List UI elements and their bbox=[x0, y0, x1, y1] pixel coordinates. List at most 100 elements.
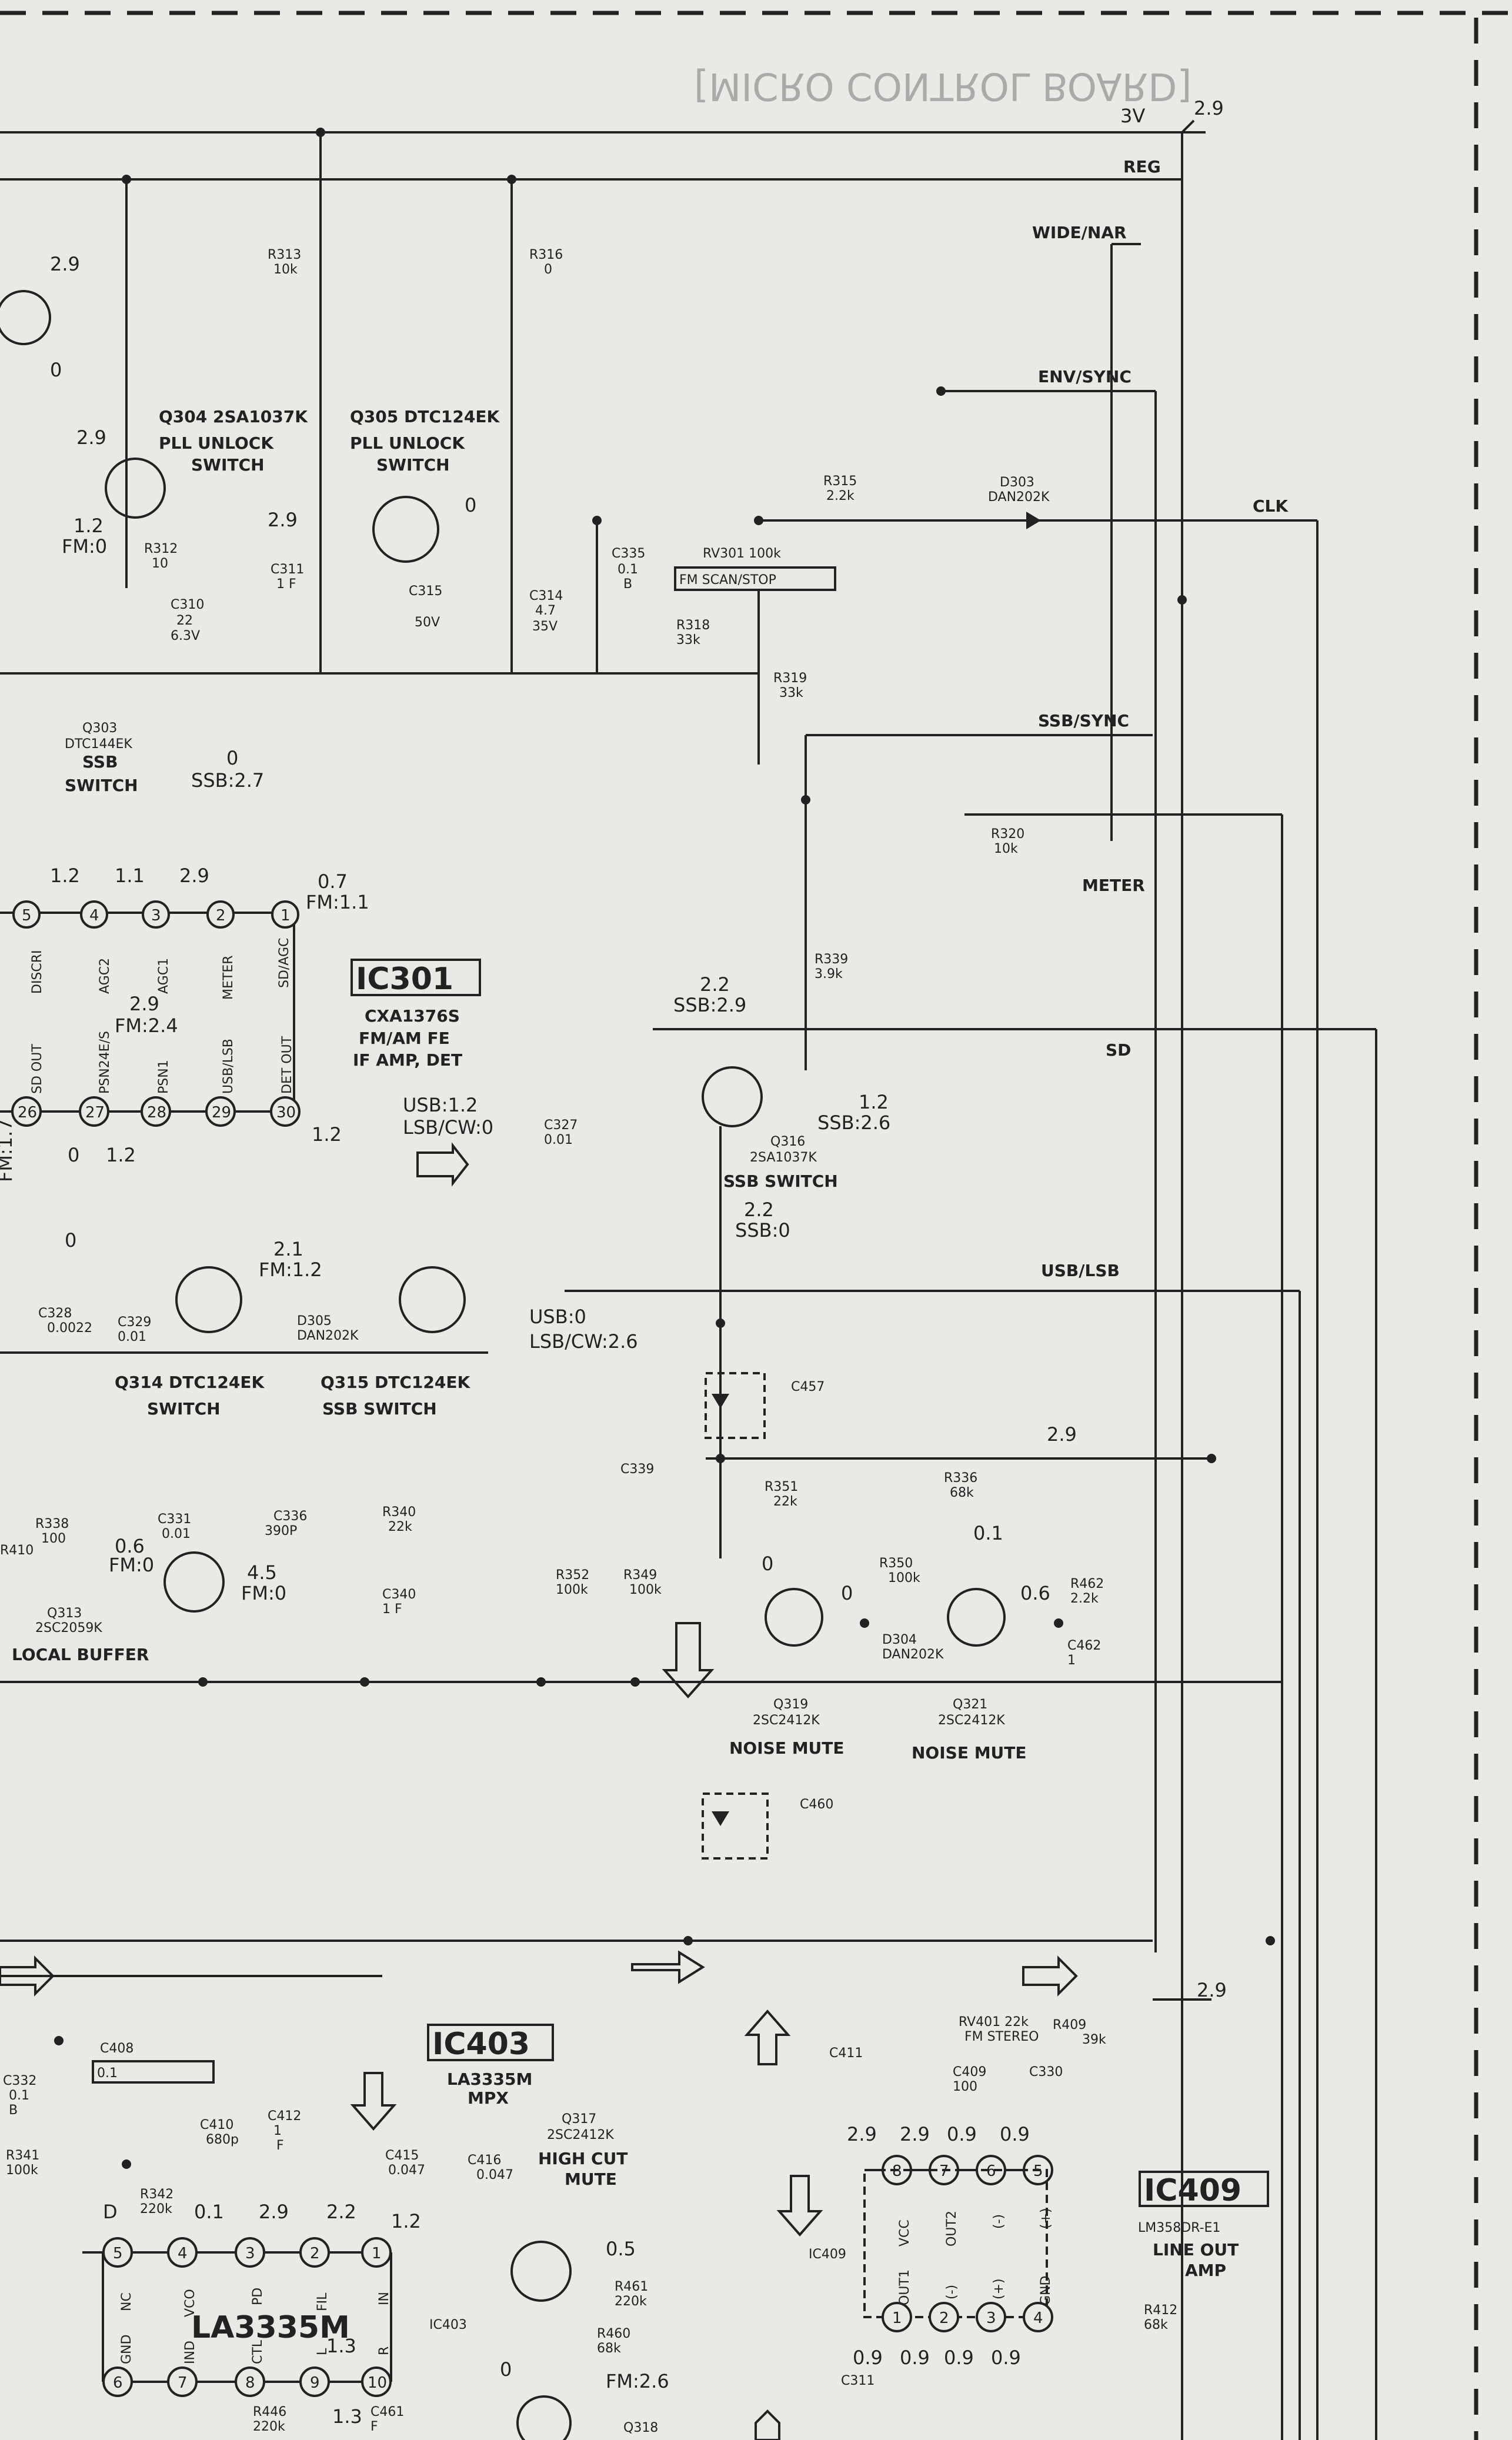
rail-3v-label: 3V bbox=[1120, 105, 1145, 127]
svg-text:IND: IND bbox=[183, 2341, 198, 2364]
svg-text:R319: R319 bbox=[773, 671, 807, 686]
svg-text:Q303: Q303 bbox=[82, 721, 117, 736]
ic403-name-box bbox=[427, 2024, 554, 2061]
svg-text:PLL UNLOCK: PLL UNLOCK bbox=[350, 433, 465, 453]
q321-symbol bbox=[947, 1588, 1006, 1647]
svg-text:SSB SWITCH: SSB SWITCH bbox=[723, 1171, 838, 1191]
svg-text:6: 6 bbox=[986, 2162, 996, 2180]
svg-text:0.01: 0.01 bbox=[544, 1133, 573, 1147]
svg-text:NOISE MUTE: NOISE MUTE bbox=[912, 1743, 1027, 1763]
svg-text:PSN24E/S: PSN24E/S bbox=[98, 1031, 112, 1094]
svg-text:100: 100 bbox=[953, 2079, 977, 2094]
svg-text:SSB: SSB bbox=[82, 752, 118, 772]
svg-text:DAN202K: DAN202K bbox=[297, 1329, 359, 1343]
svg-text:28: 28 bbox=[147, 1104, 166, 1121]
svg-text:10k: 10k bbox=[994, 842, 1018, 856]
svg-text:26: 26 bbox=[18, 1104, 37, 1121]
svg-text:LINE OUT: LINE OUT bbox=[1153, 2240, 1239, 2259]
svg-text:2: 2 bbox=[939, 2309, 949, 2327]
svg-text:3: 3 bbox=[986, 2309, 996, 2327]
svg-text:C461: C461 bbox=[371, 2405, 404, 2419]
svg-text:C339: C339 bbox=[620, 1462, 654, 1477]
svg-text:IF AMP, DET: IF AMP, DET bbox=[353, 1050, 462, 1070]
svg-text:LOCAL BUFFER: LOCAL BUFFER bbox=[12, 1645, 149, 1664]
q318-symbol bbox=[516, 2395, 572, 2440]
svg-text:6: 6 bbox=[113, 2374, 123, 2392]
svg-text:FM:1.7: FM:1.7 bbox=[0, 1119, 16, 1182]
svg-text:USB:0: USB:0 bbox=[529, 1306, 586, 1328]
q319-symbol bbox=[765, 1588, 823, 1647]
svg-text:22k: 22k bbox=[388, 1520, 412, 1534]
ic301-bottom-pins: 26 27 28 29 30 bbox=[11, 1096, 301, 1127]
svg-text:C314: C314 bbox=[529, 589, 563, 603]
svg-text:PSN1: PSN1 bbox=[156, 1060, 171, 1094]
signal-env-sync: ENV/SYNC bbox=[1038, 367, 1132, 386]
svg-text:GND: GND bbox=[1039, 2276, 1053, 2305]
svg-text:2.2k: 2.2k bbox=[1070, 1591, 1099, 1606]
signal-meter: METER bbox=[1082, 876, 1145, 895]
svg-text:33k: 33k bbox=[676, 633, 700, 647]
svg-text:2.2k: 2.2k bbox=[826, 489, 855, 503]
svg-text:PLL UNLOCK: PLL UNLOCK bbox=[159, 433, 274, 453]
svg-text:LSB/CW:2.6: LSB/CW:2.6 bbox=[529, 1330, 638, 1353]
svg-text:680p: 680p bbox=[206, 2132, 239, 2147]
svg-text:LSB/CW:0: LSB/CW:0 bbox=[403, 1116, 493, 1139]
svg-text:R312: R312 bbox=[144, 542, 178, 556]
svg-text:1: 1 bbox=[892, 2309, 902, 2327]
svg-text:OUT1: OUT1 bbox=[897, 2269, 912, 2305]
svg-text:C415: C415 bbox=[385, 2148, 419, 2163]
d305-symbol bbox=[712, 1394, 729, 1408]
rv301-label-box bbox=[674, 566, 836, 591]
svg-text:0.1: 0.1 bbox=[194, 2201, 224, 2223]
svg-text:0: 0 bbox=[841, 1582, 853, 1604]
signal-arrow-down bbox=[662, 1622, 715, 1699]
svg-text:2SA1037K: 2SA1037K bbox=[750, 1150, 817, 1165]
svg-text:2.2: 2.2 bbox=[744, 1199, 774, 1221]
svg-text:0: 0 bbox=[762, 1553, 773, 1575]
svg-text:100k: 100k bbox=[888, 1571, 920, 1586]
svg-text:R461: R461 bbox=[615, 2279, 648, 2294]
svg-text:(-): (-) bbox=[944, 2285, 959, 2299]
ic403-bottom-labels: GND IND CTL L R bbox=[119, 2335, 392, 2364]
svg-text:AMP: AMP bbox=[1185, 2261, 1226, 2280]
svg-text:HIGH CUT: HIGH CUT bbox=[538, 2149, 628, 2168]
ic301-name-box bbox=[351, 959, 481, 996]
svg-text:2.9: 2.9 bbox=[50, 253, 80, 275]
svg-text:1: 1 bbox=[1067, 1653, 1076, 1668]
svg-text:2.9: 2.9 bbox=[179, 864, 209, 887]
signal-wide-nar: WIDE/NAR bbox=[1032, 223, 1127, 242]
arrow-left-bottom bbox=[0, 1955, 55, 1997]
svg-text:0.6: 0.6 bbox=[115, 1535, 145, 1557]
svg-text:3: 3 bbox=[245, 2245, 255, 2262]
svg-text:2: 2 bbox=[216, 907, 226, 924]
svg-text:Q315 DTC124EK: Q315 DTC124EK bbox=[321, 1373, 470, 1392]
svg-text:100k: 100k bbox=[629, 1583, 662, 1597]
svg-text:2.2: 2.2 bbox=[326, 2201, 356, 2223]
svg-text:5: 5 bbox=[22, 907, 32, 924]
ic409-bottom-labels: OUT1 (-) (+) GND bbox=[897, 2269, 1053, 2305]
svg-text:R320: R320 bbox=[991, 827, 1024, 842]
svg-text:FM:0: FM:0 bbox=[241, 1582, 286, 1604]
ic409-bottom-pins: 1 2 3 4 bbox=[882, 2302, 1053, 2332]
svg-text:OUT2: OUT2 bbox=[944, 2211, 959, 2247]
svg-text:1.2: 1.2 bbox=[391, 2210, 421, 2232]
svg-text:6.3V: 6.3V bbox=[171, 629, 200, 643]
ic409-top-labels: VCC OUT2 (-) (+) bbox=[897, 2208, 1053, 2247]
svg-text:C410: C410 bbox=[200, 2118, 233, 2132]
svg-text:D304: D304 bbox=[882, 1633, 917, 1647]
svg-text:R339: R339 bbox=[815, 952, 848, 967]
svg-text:1.2: 1.2 bbox=[74, 515, 104, 537]
svg-text:C311: C311 bbox=[841, 2374, 875, 2388]
svg-text:RV301 100k: RV301 100k bbox=[703, 546, 781, 561]
svg-text:C311: C311 bbox=[271, 562, 304, 577]
svg-text:FM:1.2: FM:1.2 bbox=[259, 1259, 322, 1281]
svg-text:0.6: 0.6 bbox=[1020, 1582, 1050, 1604]
svg-text:0.01: 0.01 bbox=[118, 1330, 146, 1344]
svg-text:MUTE: MUTE bbox=[565, 2169, 617, 2189]
svg-text:0.01: 0.01 bbox=[162, 1527, 191, 1541]
q314-symbol bbox=[175, 1266, 242, 1333]
svg-text:FM:2.4: FM:2.4 bbox=[115, 1014, 178, 1037]
svg-text:68k: 68k bbox=[597, 2341, 621, 2356]
svg-text:2: 2 bbox=[310, 2245, 320, 2262]
